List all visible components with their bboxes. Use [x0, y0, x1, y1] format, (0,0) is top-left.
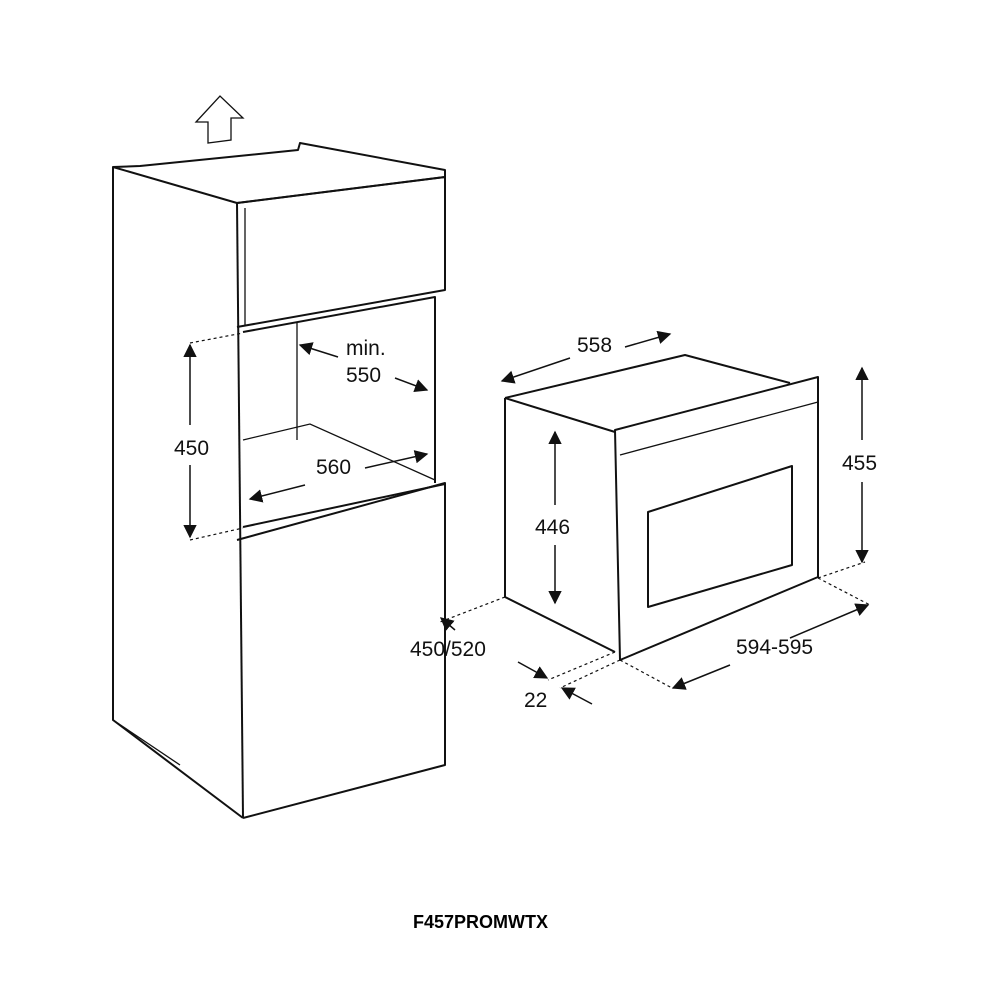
niche-width-label: 560 — [316, 456, 351, 479]
oven-outer-height-label: 455 — [842, 452, 877, 475]
niche-depth-min-label: min. — [346, 337, 386, 360]
oven-dimensions: 558 455 446 594-595 450/520 22 — [410, 330, 877, 712]
ventilation-up-arrow-icon — [194, 95, 245, 144]
install-depth-label: 450/520 — [410, 638, 486, 661]
niche-height-label: 450 — [174, 437, 209, 460]
niche-dimensions: 450 min. 550 560 — [174, 332, 429, 541]
cabinet — [112, 142, 446, 819]
model-label: F457PROMWTX — [413, 912, 548, 932]
niche-depth-label: 550 — [346, 364, 381, 387]
oven-body-height-label: 446 — [535, 516, 570, 539]
oven — [504, 354, 819, 661]
oven-width-label: 594-595 — [736, 636, 813, 659]
oven-depth-label: 558 — [577, 334, 612, 357]
front-offset-label: 22 — [524, 689, 547, 712]
